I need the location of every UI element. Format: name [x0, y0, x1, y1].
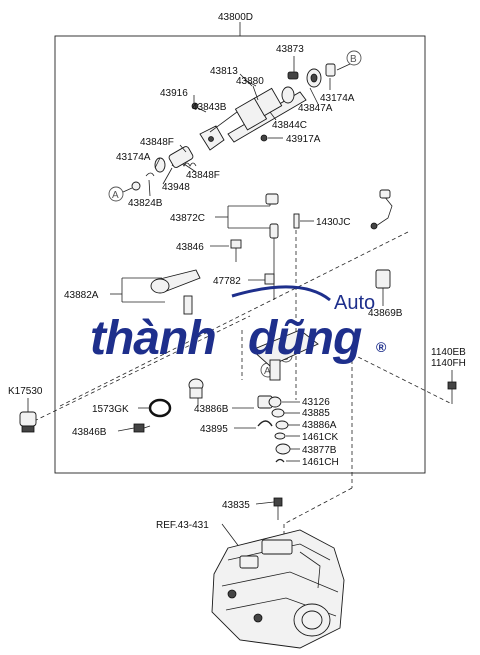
label-43843b: 43843B — [192, 102, 227, 113]
label-43835: 43835 — [222, 500, 250, 511]
watermark-reg: ® — [376, 339, 387, 355]
bolt-1140eb — [447, 370, 457, 404]
svg-text:B: B — [350, 54, 357, 65]
label-43882a: 43882A — [64, 290, 99, 301]
label-43916: 43916 — [160, 88, 188, 99]
label-43174a-right: 43174A — [320, 93, 355, 104]
watermark-sub: Auto — [334, 292, 375, 314]
label-43895: 43895 — [200, 424, 228, 435]
shift-shaft-assembly — [131, 63, 336, 191]
label-43846b: 43846B — [72, 427, 107, 438]
label-43848f-a: 43848F — [140, 137, 174, 148]
label-1573gk: 1573GK — [92, 404, 129, 415]
watermark-swoosh — [231, 285, 331, 302]
svg-text:A: A — [264, 366, 271, 377]
label-1140fh: 1140FH — [431, 358, 466, 369]
label-43873: 43873 — [276, 44, 304, 55]
label-43848f-b: 43848F — [186, 170, 220, 181]
label-43886b: 43886B — [194, 404, 229, 415]
label-43846: 43846 — [176, 242, 204, 253]
label-43917a: 43917A — [286, 134, 321, 145]
watermark-brand-2: dũng — [248, 312, 362, 365]
label-43948: 43948 — [162, 182, 190, 193]
label-43885: 43885 — [302, 408, 330, 419]
label-43174a-left: 43174A — [116, 152, 151, 163]
label-43813: 43813 — [210, 66, 238, 77]
label-43880: 43880 — [236, 76, 264, 87]
watermark-logo: Auto thành dũng ® — [90, 285, 387, 365]
part-labels: 43873 43813 43880 43916 43843B 43174A 43… — [8, 44, 466, 531]
label-43847a: 43847A — [298, 103, 333, 114]
label-43872c: 43872C — [170, 213, 205, 224]
svg-text:A: A — [112, 190, 119, 201]
select-lever-group — [110, 189, 393, 400]
assembly-label: 43800D — [218, 12, 253, 23]
transmission-housing — [211, 497, 345, 649]
label-1140eb: 1140EB — [431, 347, 466, 358]
label-43886a: 43886A — [302, 420, 337, 431]
label-43126: 43126 — [302, 397, 330, 408]
dashed-guides — [27, 231, 453, 548]
callout-b: B — [346, 50, 362, 66]
label-1430jc: 1430JC — [316, 217, 350, 228]
leader-lines-upper — [148, 56, 351, 197]
label-ref-43-431: REF.43-431 — [156, 520, 209, 531]
label-43877b: 43877B — [302, 445, 337, 456]
label-1461ck: 1461CK — [302, 432, 338, 443]
label-43844c: 43844C — [272, 120, 307, 131]
part-k17530 — [19, 398, 37, 433]
label-47782: 47782 — [213, 276, 241, 287]
label-k17530: K17530 — [8, 386, 43, 397]
watermark-brand: thành — [90, 312, 216, 365]
lower-parts-cluster — [117, 329, 319, 463]
callout-a-upper: A — [108, 186, 124, 202]
label-43869b: 43869B — [368, 308, 403, 319]
label-43824b: 43824B — [128, 198, 163, 209]
label-1461ch: 1461CH — [302, 457, 339, 468]
